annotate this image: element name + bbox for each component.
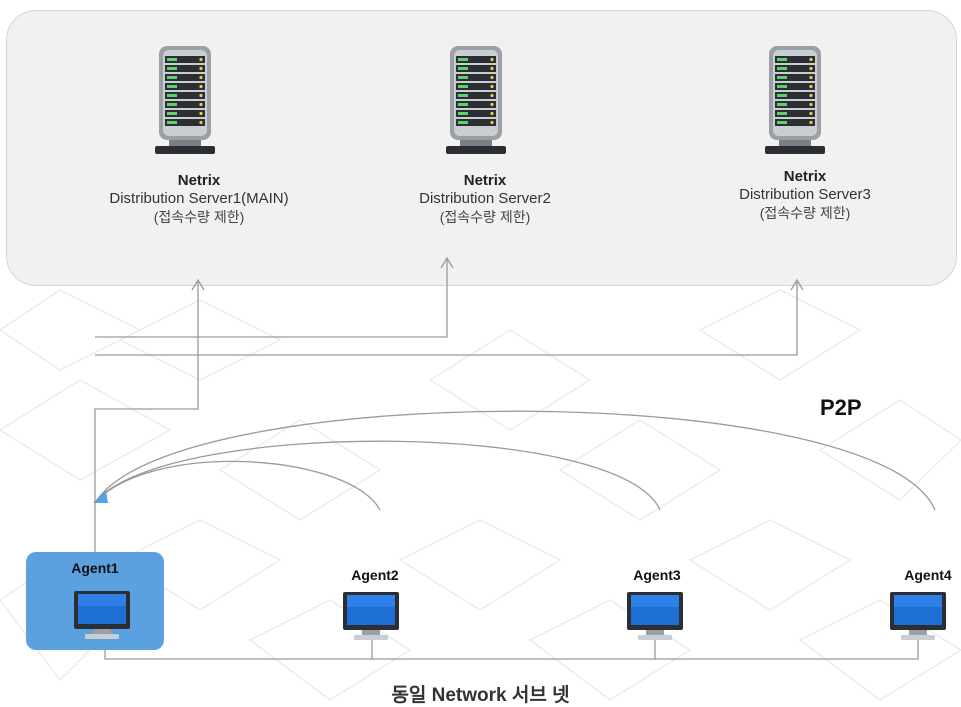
p2p-label: P2P <box>820 395 862 420</box>
server-3: Netrix Distribution Server3 (접속수량 제한) <box>685 162 925 222</box>
server-limit: (접속수량 제한) <box>439 209 531 225</box>
link-server3 <box>95 282 798 356</box>
p2p-arc-agent2 <box>96 460 381 511</box>
server-brand: Netrix <box>463 172 507 189</box>
subnet-label: 동일 Network 서브 넷 <box>391 685 570 706</box>
server-icon-3 <box>765 46 825 154</box>
p2p-arc-agent3 <box>96 440 661 511</box>
agent-1: Agent1 <box>40 560 150 576</box>
server-limit: (접속수량 제한) <box>153 209 245 225</box>
agent-label: Agent4 <box>904 567 952 583</box>
server-1: Netrix Distribution Server1(MAIN) (접속수량 … <box>79 166 319 226</box>
monitor-icon-4 <box>890 592 946 640</box>
p2p-arc-agent4 <box>96 410 936 511</box>
server-brand: Netrix <box>177 172 221 189</box>
monitor-icon-1 <box>74 591 130 639</box>
server-name: Distribution Server3 <box>739 186 871 203</box>
monitor-icon-3 <box>627 592 683 640</box>
agent-label: Agent3 <box>633 567 681 583</box>
server-name: Distribution Server1(MAIN) <box>109 190 289 207</box>
subnet-bus <box>104 640 919 660</box>
server-name: Distribution Server2 <box>419 190 551 207</box>
agent-4: Agent4 <box>873 567 961 583</box>
agent-3: Agent3 <box>602 567 712 583</box>
link-server2 <box>95 260 448 338</box>
agent-label: Agent1 <box>71 560 119 576</box>
monitor-icon-2 <box>343 592 399 640</box>
agent-2: Agent2 <box>320 567 430 583</box>
server-brand: Netrix <box>783 168 827 185</box>
agent-label: Agent2 <box>351 567 399 583</box>
server-limit: (접속수량 제한) <box>759 205 851 221</box>
link-server1 <box>94 282 199 512</box>
server-icon-1 <box>155 46 215 154</box>
server-icon-2 <box>446 46 506 154</box>
p2p-arrowhead <box>93 490 108 503</box>
server-2: Netrix Distribution Server2 (접속수량 제한) <box>365 166 605 226</box>
